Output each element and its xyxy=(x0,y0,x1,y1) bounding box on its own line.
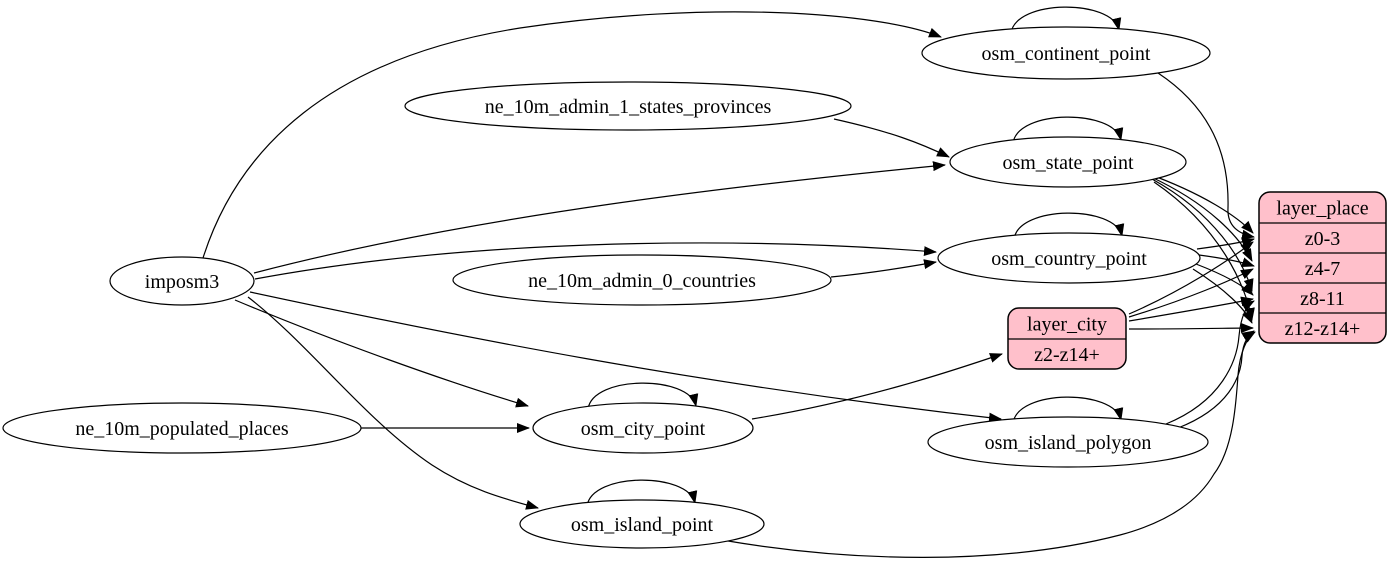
node-ne_10m_admin_0_countries: ne_10m_admin_0_countries xyxy=(452,254,832,306)
self-loop-osm_country_point xyxy=(1013,212,1125,240)
edge-osm_country_point-to-layer_place:z4-7 xyxy=(1198,254,1255,267)
edge-osm_state_point-to-layer_place:z0-3 xyxy=(1145,172,1254,234)
edge-osm_country_point-to-layer_place:z0-3 xyxy=(1196,237,1255,250)
node-imposm3: imposm3 xyxy=(109,256,255,306)
edges-layer xyxy=(202,6,1256,558)
edge-imposm3-to-osm_state_point xyxy=(253,161,946,274)
record-shape-layer_place xyxy=(1258,191,1387,344)
record-row-layer_place-z0-3: z0-3 xyxy=(1305,228,1341,250)
node-shape-osm_continent_point xyxy=(921,26,1211,80)
self-loop-osm_island_polygon xyxy=(1012,396,1124,424)
node-osm_island_point: osm_island_point xyxy=(519,499,765,549)
node-shape-osm_island_point xyxy=(519,499,765,549)
edge-layer_city-to-layer_place:z4-7 xyxy=(1128,268,1254,318)
node-osm_city_point: osm_city_point xyxy=(532,402,754,454)
node-shape-osm_city_point xyxy=(532,402,754,454)
node-label-osm_continent_point: osm_continent_point xyxy=(982,43,1151,65)
record-row-layer_place-z8-11: z8-11 xyxy=(1300,288,1345,310)
edge-osm_continent_point-to-layer_place:z0-3 xyxy=(1157,72,1255,240)
edge-imposm3-to-osm_island_polygon xyxy=(249,291,1002,423)
nodes-layer: imposm3 ne_10m_admin_1_states_provincesne… xyxy=(2,26,1387,549)
edge-imposm3-to-osm_continent_point xyxy=(202,11,942,259)
node-label-ne_10m_admin_1_states_provinces: ne_10m_admin_1_states_provinces xyxy=(485,96,772,118)
edge-ne_10m_admin_0_countries-to-osm_country_point xyxy=(830,259,937,278)
edge-osm_country_point-to-layer_place:z8-11 xyxy=(1195,263,1254,296)
node-label-ne_10m_populated_places: ne_10m_populated_places xyxy=(75,418,288,440)
node-shape-osm_island_polygon xyxy=(927,416,1209,468)
node-label-osm_state_point: osm_state_point xyxy=(1002,152,1134,174)
edge-osm_island_polygon-to-layer_place:z12-z14+ xyxy=(1177,330,1255,429)
edge-osm_island_point-to-layer_place:z12-z14+ xyxy=(721,331,1256,558)
edge-imposm3-to-osm_country_point xyxy=(254,242,937,280)
record-header-layer_place: layer_place xyxy=(1276,198,1368,220)
edge-ne_10m_admin_1_states_provinces-to-osm_state_point xyxy=(833,118,950,158)
edge-osm_country_point-to-layer_place:z12-z14+ xyxy=(1192,268,1253,324)
node-label-ne_10m_admin_0_countries: ne_10m_admin_0_countries xyxy=(528,270,756,292)
edge-layer_city-to-layer_place:z8-11 xyxy=(1128,296,1254,322)
node-osm_state_point: osm_state_point xyxy=(949,136,1187,188)
edge-osm_state_point-to-layer_place:z8-11 xyxy=(1151,178,1254,292)
node-shape-imposm3 xyxy=(109,256,255,306)
node-shape-osm_country_point xyxy=(937,232,1201,284)
node-shape-ne_10m_admin_0_countries xyxy=(452,254,832,306)
node-ne_10m_admin_1_states_provinces: ne_10m_admin_1_states_provinces xyxy=(404,81,852,131)
node-label-osm_island_point: osm_island_point xyxy=(571,514,714,536)
edge-imposm3-to-osm_island_point xyxy=(247,296,539,510)
self-loop-osm_continent_point xyxy=(1010,6,1122,34)
node-shape-ne_10m_populated_places xyxy=(2,402,362,454)
node-label-osm_island_polygon: osm_island_polygon xyxy=(985,432,1152,454)
self-loop-osm_island_point xyxy=(586,479,698,507)
node-shape-ne_10m_admin_1_states_provinces xyxy=(404,81,852,131)
record-header-layer_city: layer_city xyxy=(1027,314,1107,336)
node-osm_continent_point: osm_continent_point xyxy=(921,26,1211,80)
record-row-layer_place-z4-7: z4-7 xyxy=(1305,258,1341,280)
node-osm_country_point: osm_country_point xyxy=(937,232,1201,284)
self-loop-osm_city_point xyxy=(587,382,699,410)
node-ne_10m_populated_places: ne_10m_populated_places xyxy=(2,402,362,454)
node-osm_island_polygon: osm_island_polygon xyxy=(927,416,1209,468)
node-label-imposm3: imposm3 xyxy=(145,271,219,293)
record-layer_place: layer_place z0-3 z4-7 z8-11 z12-z14+ xyxy=(1258,191,1387,344)
record-layer_city: layer_city z2-z14+ xyxy=(1007,307,1127,370)
edge-osm_island_polygon-to-layer_place:z8-11 xyxy=(1165,300,1255,425)
record-row-layer_place-z12-z14+: z12-z14+ xyxy=(1285,318,1361,340)
node-label-osm_country_point: osm_country_point xyxy=(991,248,1147,270)
record-row-layer_city-z2-z14+: z2-z14+ xyxy=(1034,344,1100,366)
self-loop-osm_state_point xyxy=(1012,116,1124,144)
node-shape-osm_state_point xyxy=(949,136,1187,188)
edge-imposm3-to-osm_city_point xyxy=(234,299,529,408)
edge-layer_city-to-layer_place:z0-3 xyxy=(1128,241,1254,315)
edge-osm_city_point-to-layer_city:z2-z14+ xyxy=(751,353,1003,420)
edge-layer_city-to-layer_place:z12-z14+ xyxy=(1128,323,1254,334)
node-label-osm_city_point: osm_city_point xyxy=(581,418,706,440)
